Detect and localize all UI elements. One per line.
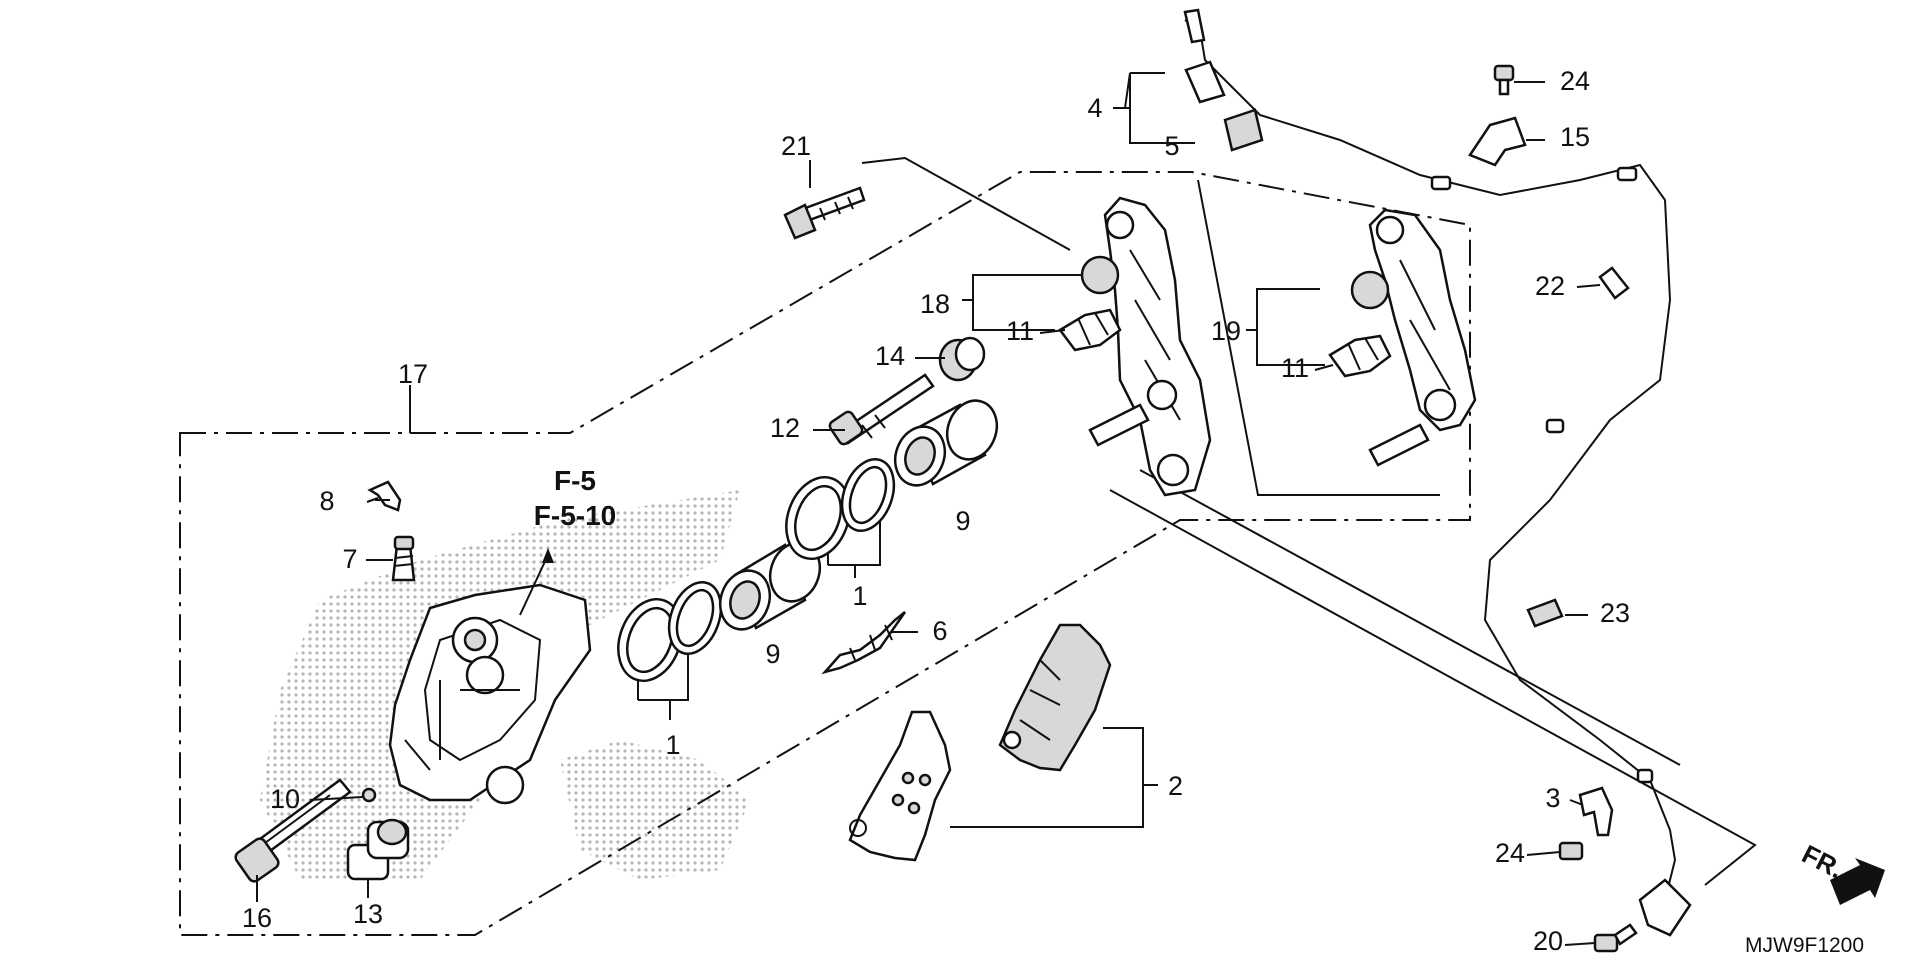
callout-16: 16 bbox=[242, 903, 272, 933]
reference-arrow bbox=[519, 548, 554, 616]
part-14-boot bbox=[938, 336, 986, 382]
assembly-outlines bbox=[179, 171, 1471, 936]
part-18-caliper-bracket bbox=[1080, 196, 1212, 497]
callout-15: 15 bbox=[1560, 122, 1590, 152]
callout-6: 6 bbox=[932, 616, 947, 646]
caliper-body bbox=[388, 583, 592, 805]
part-8-cap bbox=[367, 480, 402, 512]
callout-1a: 1 bbox=[665, 730, 680, 760]
part-22-clip bbox=[1598, 266, 1630, 300]
callout-14: 14 bbox=[875, 341, 905, 371]
callout-17: 17 bbox=[398, 359, 428, 389]
callout-9a: 9 bbox=[765, 639, 780, 669]
part-24-bolt-lower bbox=[1558, 841, 1584, 861]
reference-label-2: F-5-10 bbox=[534, 500, 616, 531]
callout-19: 19 bbox=[1211, 316, 1241, 346]
part-9-piston-lower bbox=[718, 541, 822, 631]
callout-24a: 24 bbox=[1560, 66, 1590, 96]
callout-20: 20 bbox=[1533, 926, 1563, 956]
callout-4: 4 bbox=[1087, 93, 1102, 123]
part-9-piston-upper bbox=[893, 399, 999, 487]
part-1-seal-set-b bbox=[785, 458, 896, 561]
callout-3: 3 bbox=[1545, 783, 1560, 813]
callout-10: 10 bbox=[270, 784, 300, 814]
part-20-bolt bbox=[1593, 923, 1638, 953]
callout-9b: 9 bbox=[955, 506, 970, 536]
part-23-clip bbox=[1526, 598, 1564, 628]
part-13-plug bbox=[346, 818, 410, 881]
part-6-pad-spring bbox=[821, 611, 907, 675]
part-2-pad-left bbox=[848, 710, 952, 862]
support-bracket-outline bbox=[1197, 179, 1440, 496]
callout-5: 5 bbox=[1164, 131, 1179, 161]
part-21-bolt bbox=[783, 186, 866, 240]
callout-1b: 1 bbox=[852, 581, 867, 611]
part-16-pin-bolt bbox=[234, 778, 352, 883]
callout-18: 18 bbox=[920, 289, 950, 319]
part-7-bleeder bbox=[391, 535, 416, 582]
part-1-seal-set-a bbox=[617, 581, 723, 683]
callout-24b: 24 bbox=[1495, 838, 1525, 868]
callout-12: 12 bbox=[770, 413, 800, 443]
part-11-clip-a bbox=[1058, 308, 1122, 352]
reference-label-1: F-5 bbox=[554, 465, 596, 496]
callout-2: 2 bbox=[1168, 771, 1183, 801]
callout-8: 8 bbox=[319, 486, 334, 516]
callout-13: 13 bbox=[353, 899, 383, 929]
part-2-pad-right bbox=[998, 623, 1112, 772]
diagram-code: MJW9F1200 bbox=[1745, 934, 1864, 957]
wheel-speed-sensor-wire bbox=[1183, 8, 1692, 937]
callout-11a: 11 bbox=[1006, 316, 1034, 346]
callout-labels: 1 1 2 3 4 5 6 7 8 9 9 10 11 11 12 13 14 … bbox=[242, 66, 1630, 956]
caliper-assembly-outline bbox=[179, 171, 1471, 936]
callout-7: 7 bbox=[342, 544, 357, 574]
callout-23: 23 bbox=[1600, 598, 1630, 628]
part-24-bolt-top bbox=[1493, 64, 1515, 96]
part-3-stay bbox=[1578, 786, 1614, 837]
part-19-support-bracket bbox=[1350, 208, 1477, 467]
part-11-clip-b bbox=[1328, 334, 1392, 378]
callout-11b: 11 bbox=[1281, 353, 1309, 383]
callout-22: 22 bbox=[1535, 271, 1565, 301]
callout-21: 21 bbox=[781, 131, 811, 161]
part-15-clamp bbox=[1468, 116, 1527, 167]
front-arrow-icon bbox=[1830, 858, 1885, 905]
label-ticks bbox=[256, 81, 1601, 946]
part-10-ball bbox=[361, 787, 377, 803]
part-12-slide-pin bbox=[828, 373, 935, 446]
